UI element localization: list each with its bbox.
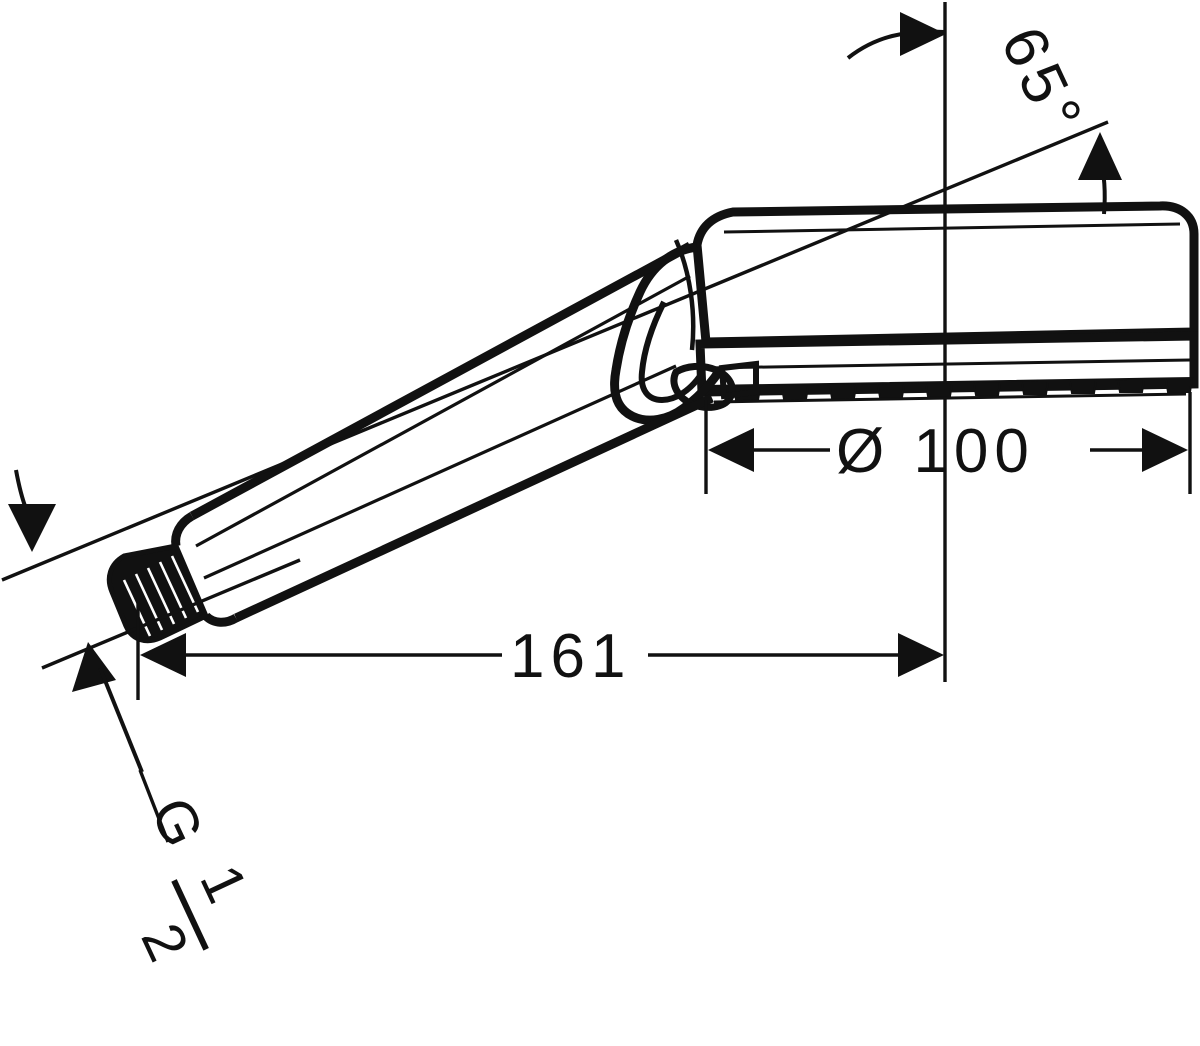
shower-handle <box>171 242 714 627</box>
diameter-dimension-label: Ø 100 <box>836 417 1035 486</box>
shower-head-body <box>692 201 1199 397</box>
angle-arrow-lower-left-down <box>8 504 56 552</box>
spray-face-nozzle-band <box>705 376 1194 404</box>
angle-arrow-lower-up <box>72 642 116 692</box>
shower-neck-joint <box>610 239 759 425</box>
thread-callout-denominator: 2 <box>129 914 203 974</box>
thread-callout-g12: G 1 2 <box>129 769 262 974</box>
diameter-arrow-right <box>1142 428 1188 472</box>
angle-dimension-label: 65° <box>987 17 1097 147</box>
length-dimension-label: 161 <box>510 622 631 691</box>
angle-arrow-top-right <box>900 12 946 56</box>
length-dimension-161: 161 <box>136 598 944 700</box>
angle-arrow-right-up <box>1078 132 1122 180</box>
length-arrow-right <box>898 633 944 677</box>
thread-callout-numerator: 1 <box>187 856 261 916</box>
knurled-connector <box>106 543 210 644</box>
diameter-arrow-left <box>708 428 754 472</box>
handle-axis-reference-line <box>1 120 1109 670</box>
diameter-dimension-100: Ø 100 <box>704 392 1192 494</box>
length-arrow-left <box>140 633 186 677</box>
